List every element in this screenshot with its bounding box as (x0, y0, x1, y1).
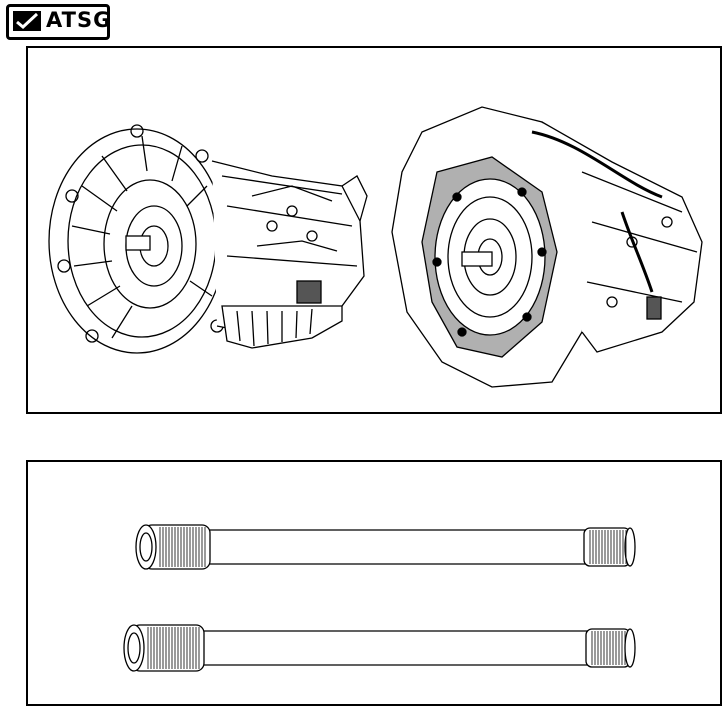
transmission-illustration-panel (26, 46, 722, 414)
output-shaft-lower (123, 624, 636, 672)
output-shaft-upper (135, 524, 636, 570)
atsg-logo: ATSG (6, 4, 110, 40)
logo-text: ATSG (46, 8, 112, 32)
transmission-left-illustration (48, 124, 368, 354)
transmission-right-illustration (391, 106, 703, 388)
checkmark-flag-icon (13, 11, 41, 31)
output-shaft-panel (26, 460, 722, 706)
